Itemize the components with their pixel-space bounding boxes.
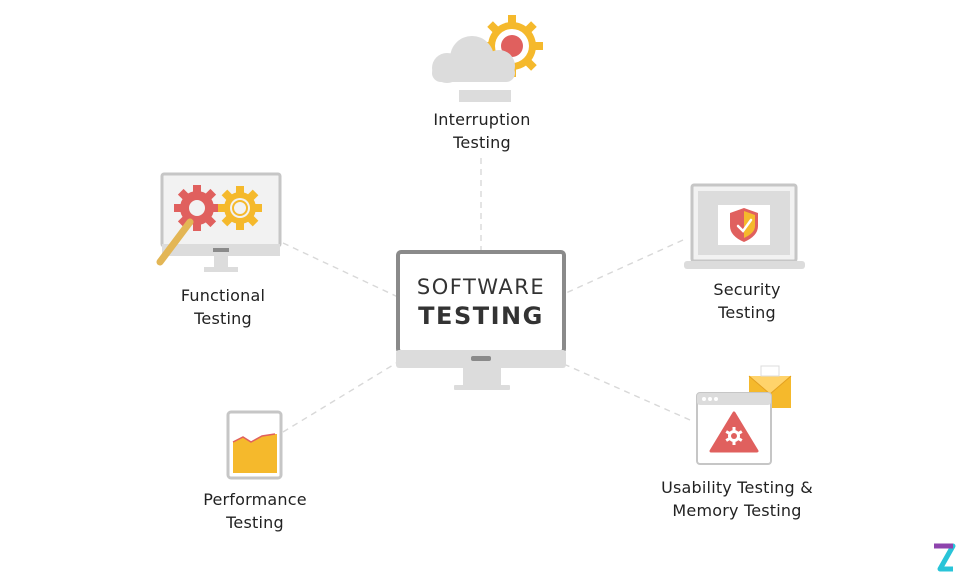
node-label-line2: Testing: [453, 133, 511, 152]
warning-window-envelope-icon: [696, 365, 792, 465]
node-label-line1: Interruption: [433, 110, 531, 129]
center-title: SOFTWARE TESTING: [402, 273, 560, 331]
center-title-line1: SOFTWARE: [416, 275, 546, 299]
node-label-line1: Functional: [180, 286, 266, 305]
node-label-security: Security Testing: [667, 278, 827, 324]
connector-lines: [282, 158, 691, 433]
node-label-line2: Testing: [194, 309, 252, 328]
monitor-gears-wrench-icon: [156, 172, 282, 272]
center-monitor-icon: [396, 250, 566, 390]
node-label-line2: Testing: [226, 513, 284, 532]
node-label-line2: Testing: [718, 303, 776, 322]
node-label-functional: Functional Testing: [143, 284, 303, 330]
node-label-interruption: Interruption Testing: [402, 108, 562, 154]
connector-security: [565, 239, 684, 294]
tablet-chart-icon: [226, 410, 283, 480]
center-title-line2: TESTING: [418, 302, 544, 330]
node-label-performance: Performance Testing: [175, 488, 335, 534]
node-label-usability: Usability Testing & Memory Testing: [632, 476, 842, 522]
node-label-line1: Security: [713, 280, 781, 299]
node-label-line1: Performance: [203, 490, 307, 509]
node-label-line1: Usability Testing &: [661, 478, 813, 497]
node-label-line2: Memory Testing: [672, 501, 802, 520]
connector-usability: [565, 364, 691, 421]
z-logo-icon: [934, 543, 956, 572]
cloud-gear-icon: [432, 15, 543, 102]
laptop-shield-icon: [684, 183, 805, 269]
connector-performance: [282, 361, 399, 433]
